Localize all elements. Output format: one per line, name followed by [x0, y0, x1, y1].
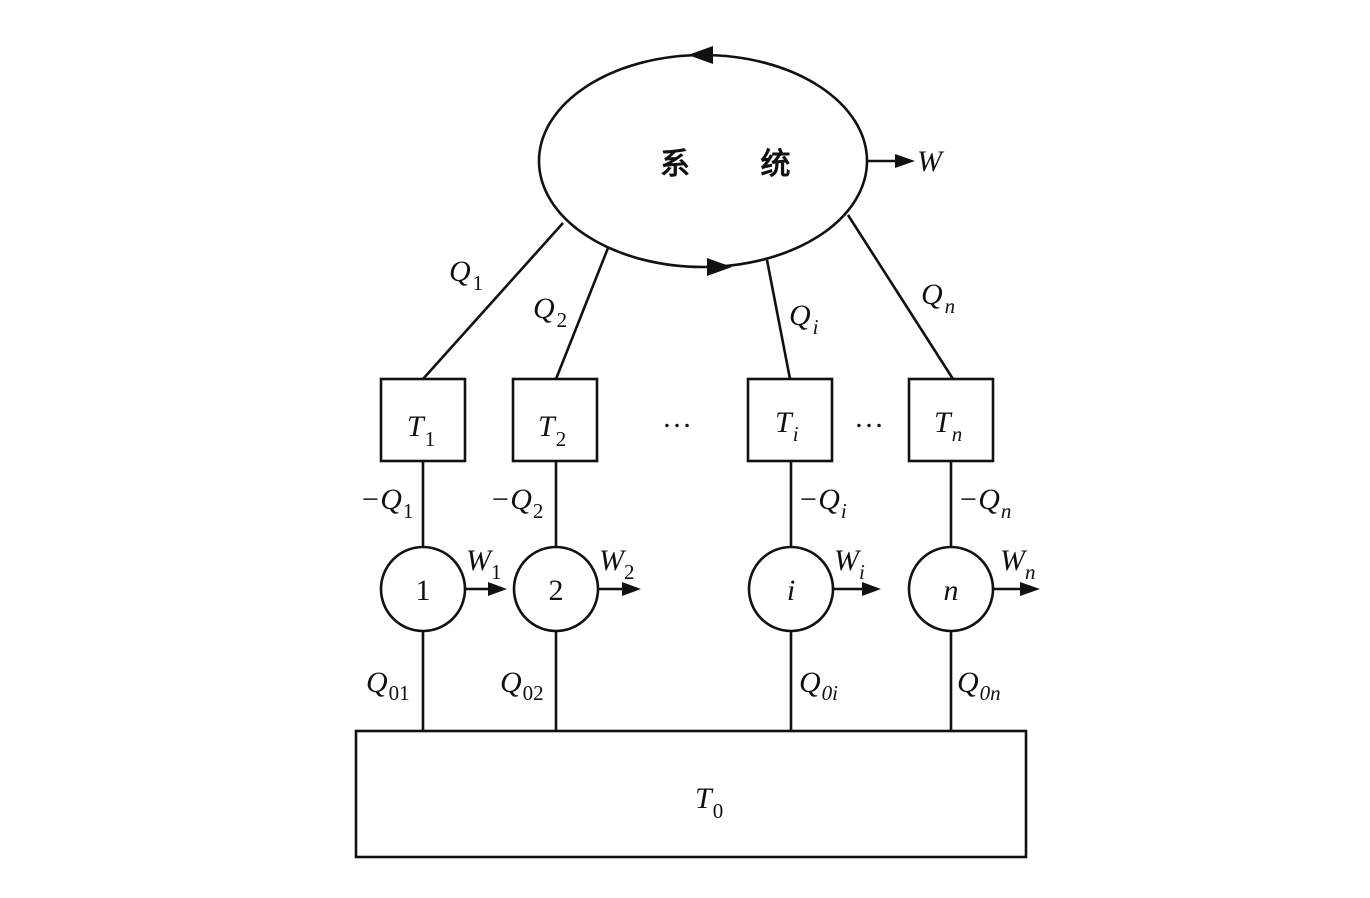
environment-label: T0	[695, 782, 723, 823]
reservoir-label-2: T2	[538, 410, 566, 451]
work-label: W	[917, 145, 945, 178]
neg-heat-label-n: −Qn	[958, 483, 1011, 523]
env-heat-label-n: Q0n	[957, 666, 1001, 705]
engine-work-head-2	[622, 582, 641, 596]
ellipsis-2: …	[854, 401, 884, 434]
reservoir-label-1: T1	[407, 410, 435, 451]
heat-line-i	[765, 259, 792, 380]
engine-label-n: n	[944, 574, 959, 607]
engine-work-head-n	[1020, 582, 1040, 596]
engine-work-label-2: W2	[599, 544, 635, 584]
heat-label-n: Qn	[921, 278, 955, 318]
heat-label-i: Qi	[789, 299, 819, 339]
heat-line-n	[846, 214, 955, 380]
environment-box	[354, 729, 1028, 859]
reservoir-box-n	[907, 377, 995, 463]
neg-heat-label-2: −Q2	[490, 483, 543, 523]
heat-label-1: Q1	[449, 255, 483, 295]
ellipsis-1: …	[662, 401, 692, 434]
heat-line-1	[422, 222, 564, 380]
reservoir-box-1	[379, 377, 467, 463]
engine-work-head-1	[488, 582, 507, 596]
engine-work-label-1: W1	[466, 544, 502, 584]
env-heat-label-2: Q02	[500, 666, 544, 705]
cycle-arrow-bottom	[707, 258, 732, 276]
heat-label-2: Q2	[533, 292, 567, 332]
neg-heat-label-i: −Qi	[798, 483, 847, 523]
env-heat-label-i: Q0i	[799, 666, 838, 705]
engine-work-label-n: Wn	[1000, 544, 1036, 584]
heat-line-2	[554, 247, 610, 380]
engine-label-2: 2	[549, 574, 564, 607]
cycle-arrow-top	[688, 46, 713, 64]
neg-heat-label-1: −Q1	[360, 483, 413, 523]
system-label: 系 统	[660, 147, 820, 182]
work-arrow-head	[895, 154, 915, 168]
reservoir-label-n: Tn	[934, 406, 962, 446]
env-heat-label-1: Q01	[366, 666, 410, 705]
engine-label-i: i	[787, 574, 795, 607]
engine-label-1: 1	[416, 574, 431, 607]
engine-work-label-i: Wi	[834, 544, 865, 584]
engine-work-head-i	[862, 582, 881, 596]
reservoir-label-i: Ti	[775, 406, 799, 446]
